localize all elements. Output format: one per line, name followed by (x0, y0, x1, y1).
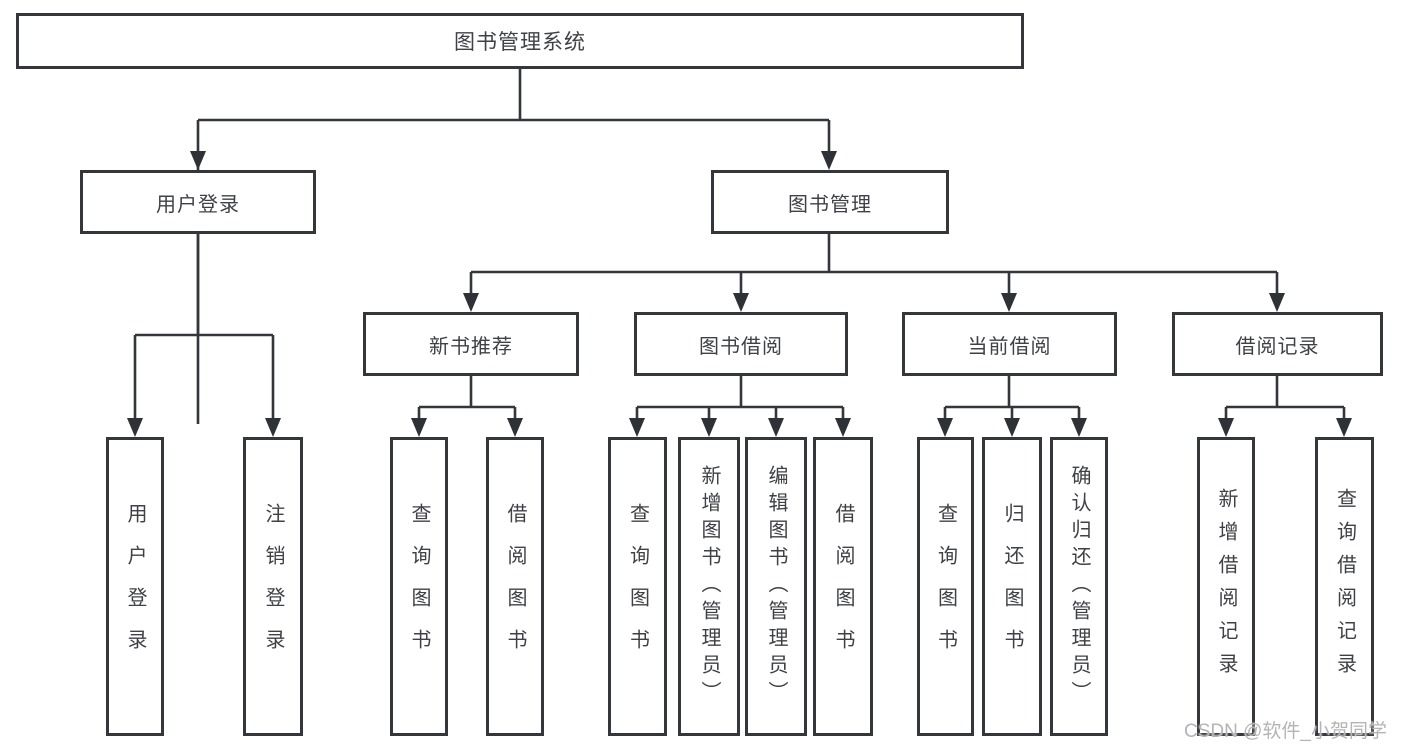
leaf-query-books-current: 查询图书 (917, 437, 974, 736)
node-label: 查询图书 (934, 502, 957, 671)
node-label: 用户登录 (124, 502, 146, 671)
node-label: 确认归还（管理员） (1068, 465, 1090, 708)
arrowhead-icons (127, 151, 1352, 437)
leaf-query-borrow-record: 查询借阅记录 (1315, 437, 1374, 736)
node-label: 查询图书 (626, 502, 649, 671)
node-label: 新增借阅记录 (1215, 487, 1237, 686)
leaf-query-books-recommend: 查询图书 (390, 437, 448, 736)
node-label: 借阅图书 (832, 502, 854, 671)
node-label: 图书借阅 (699, 335, 783, 358)
leaf-add-books-admin: 新增图书（管理员） (678, 437, 740, 736)
node-book-management: 图书管理 (711, 170, 949, 234)
leaf-logout: 注销登录 (243, 437, 303, 736)
node-label: 借阅图书 (504, 502, 526, 671)
node-label: 图书管理系统 (454, 31, 586, 54)
node-new-book-recommendation: 新书推荐 (363, 312, 579, 376)
leaf-borrow-books-recommend: 借阅图书 (486, 437, 544, 736)
leaf-edit-books-admin: 编辑图书（管理员） (745, 437, 807, 736)
node-label: 查询借阅记录 (1333, 487, 1356, 686)
leaf-confirm-return-admin: 确认归还（管理员） (1050, 437, 1108, 736)
node-label: 图书管理 (788, 193, 872, 216)
leaf-add-borrow-record: 新增借阅记录 (1197, 437, 1255, 736)
node-label: 新书推荐 (429, 335, 513, 358)
node-book-borrowing: 图书借阅 (634, 312, 848, 376)
leaf-user-login: 用户登录 (106, 437, 164, 736)
node-label: 注销登录 (262, 502, 284, 671)
node-label: 用户登录 (156, 193, 240, 216)
node-label: 当前借阅 (967, 335, 1052, 358)
node-label: 借阅记录 (1235, 335, 1320, 358)
csdn-watermark: CSDN @软件_小贺同学 (1184, 721, 1387, 742)
leaf-return-books: 归还图书 (982, 437, 1042, 736)
node-label: 归还图书 (1001, 502, 1023, 671)
node-label: 查询图书 (408, 502, 430, 671)
node-label: 编辑图书（管理员） (765, 465, 787, 708)
node-library-management-system: 图书管理系统 (16, 13, 1024, 69)
node-label: 新增图书（管理员） (698, 465, 720, 708)
node-user-login: 用户登录 (80, 170, 316, 234)
node-current-borrowing: 当前借阅 (902, 312, 1117, 376)
node-borrowing-records: 借阅记录 (1172, 312, 1383, 376)
leaf-borrow-books: 借阅图书 (813, 437, 873, 736)
leaf-query-books-borrow: 查询图书 (608, 437, 667, 736)
